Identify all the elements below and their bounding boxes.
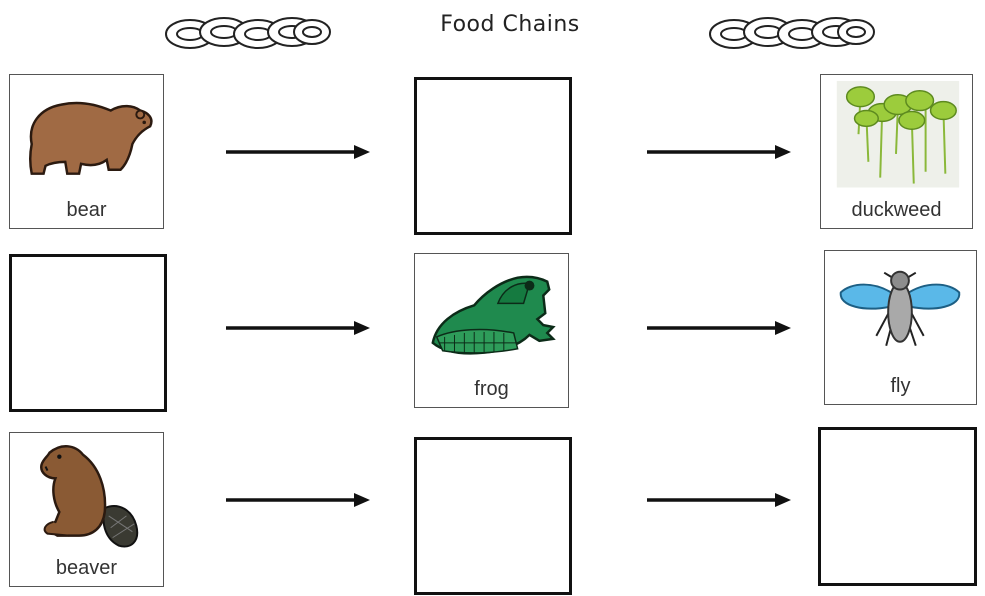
card-beaver[interactable]: beaver — [9, 432, 164, 587]
blank-box[interactable] — [414, 77, 572, 235]
beaver-icon — [40, 445, 139, 548]
card-label: fly — [890, 375, 911, 397]
bear-icon — [28, 101, 153, 175]
blank-box[interactable] — [414, 437, 572, 595]
card-label: frog — [474, 378, 509, 400]
arrow-icon — [647, 493, 791, 507]
chain-link-icon-left — [165, 17, 331, 49]
card-frog[interactable]: frog — [414, 253, 569, 408]
arrow-icon — [226, 493, 370, 507]
card-label: bear — [66, 199, 107, 221]
duckweed-icon — [836, 80, 960, 188]
fly-icon — [839, 270, 961, 347]
blank-box[interactable] — [818, 427, 977, 586]
blank-box[interactable] — [9, 254, 167, 412]
frog-icon — [431, 275, 556, 355]
arrow-icon — [226, 145, 370, 159]
page-title: Food Chains — [440, 12, 580, 37]
arrow-icon — [647, 321, 791, 335]
card-fly[interactable]: fly — [824, 250, 977, 405]
arrow-icon — [226, 321, 370, 335]
chain-link-icon-right — [709, 17, 875, 49]
card-label: beaver — [55, 557, 118, 579]
card-label: duckweed — [851, 199, 942, 221]
arrow-icon — [647, 145, 791, 159]
card-duckweed[interactable]: duckweed — [820, 74, 973, 229]
card-bear[interactable]: bear — [9, 74, 164, 229]
